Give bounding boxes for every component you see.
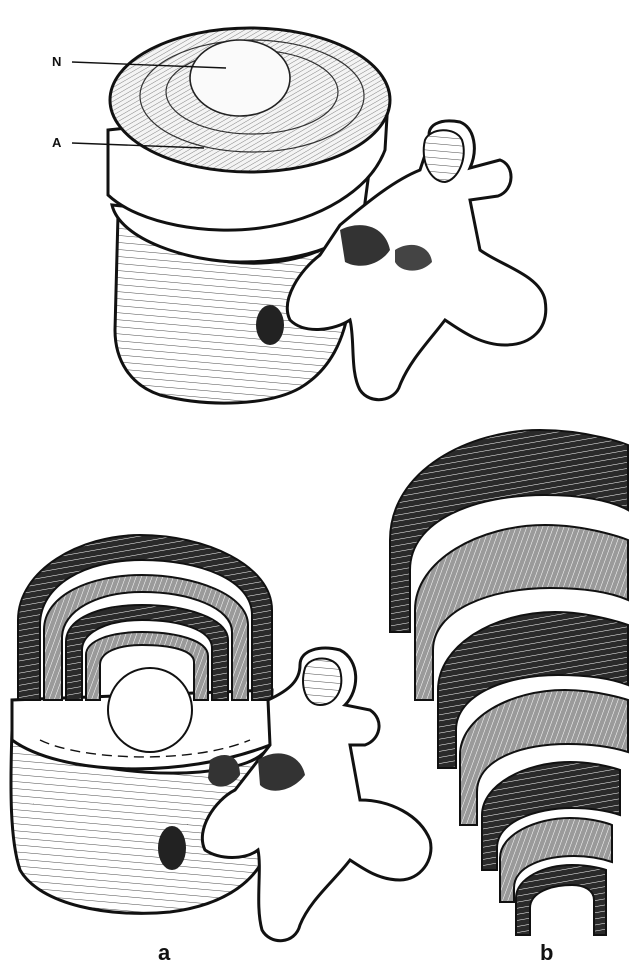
a-nucleus-space [108, 668, 192, 752]
label-nucleus: N [52, 54, 61, 69]
top-disc-nucleus [190, 40, 290, 116]
top-vertebra-figure [108, 28, 546, 403]
a-foramen [158, 826, 186, 870]
figure-b: b [390, 430, 628, 964]
top-foramen [256, 305, 284, 345]
label-panel-a: a [158, 940, 171, 964]
top-facet [424, 130, 464, 182]
b-lamella-7 [516, 865, 606, 935]
figure-a: a [11, 535, 431, 964]
label-annulus: A [52, 135, 62, 150]
label-panel-b: b [540, 940, 553, 964]
a-facet [303, 658, 341, 705]
